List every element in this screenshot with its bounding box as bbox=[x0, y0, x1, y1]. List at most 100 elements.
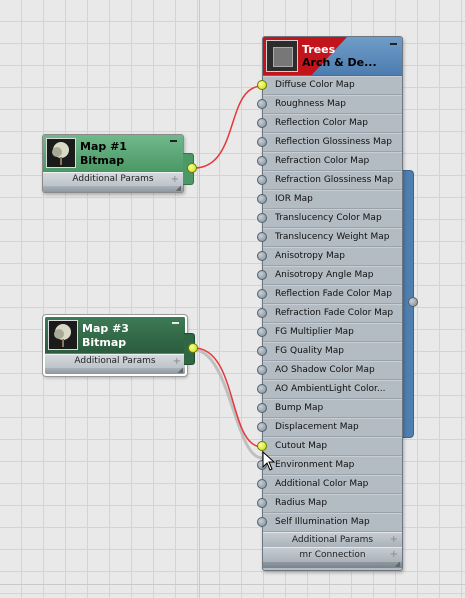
material-slot-row[interactable]: Refraction Glossiness Map bbox=[263, 171, 402, 190]
material-slot-row[interactable]: Reflection Fade Color Map bbox=[263, 285, 402, 304]
material-slot-row[interactable]: Roughness Map bbox=[263, 95, 402, 114]
material-slot-row[interactable]: Radius Map bbox=[263, 494, 402, 513]
map1-resize-strip[interactable]: ◢ bbox=[43, 184, 183, 192]
map3-node[interactable]: Map #3 Bitmap Additional Params+ ◢ bbox=[43, 315, 187, 376]
material-slot-row[interactable]: IOR Map bbox=[263, 190, 402, 209]
material-slot-row[interactable]: Translucency Weight Map bbox=[263, 228, 402, 247]
material-input-port[interactable] bbox=[257, 80, 267, 90]
material-slot-row[interactable]: Diffuse Color Map bbox=[263, 76, 402, 95]
map3-additional-params[interactable]: Additional Params+ bbox=[45, 354, 185, 368]
material-input-port[interactable] bbox=[257, 251, 267, 261]
plus-icon[interactable]: + bbox=[170, 174, 179, 185]
material-input-port[interactable] bbox=[257, 232, 267, 242]
material-input-port[interactable] bbox=[257, 365, 267, 375]
minimize-icon[interactable] bbox=[172, 322, 179, 324]
material-slot-row[interactable]: Translucency Color Map bbox=[263, 209, 402, 228]
map1-params-label: Additional Params bbox=[72, 174, 154, 184]
material-slot-row[interactable]: Bump Map bbox=[263, 399, 402, 418]
wire-map1-diffuse[interactable] bbox=[193, 85, 263, 169]
material-input-port[interactable] bbox=[257, 308, 267, 318]
map1-additional-params[interactable]: Additional Params + bbox=[43, 172, 183, 186]
material-slot-row[interactable]: Reflection Color Map bbox=[263, 114, 402, 133]
material-slot-label: Cutout Map bbox=[275, 441, 328, 451]
wire-map3-cutout[interactable] bbox=[193, 347, 263, 448]
material-input-port[interactable] bbox=[257, 175, 267, 185]
material-slot-label: Displacement Map bbox=[275, 422, 359, 432]
material-slot-row[interactable]: Environment Map bbox=[263, 456, 402, 475]
map1-output-port[interactable] bbox=[187, 163, 197, 173]
material-input-port[interactable] bbox=[257, 194, 267, 204]
plus-icon[interactable]: + bbox=[172, 356, 181, 367]
material-input-port[interactable] bbox=[257, 118, 267, 128]
material-slot-row[interactable]: Cutout Map bbox=[263, 437, 402, 456]
material-title-line1: Trees bbox=[302, 43, 336, 56]
material-input-port[interactable] bbox=[257, 403, 267, 413]
material-input-port[interactable] bbox=[257, 213, 267, 223]
plus-icon[interactable]: + bbox=[389, 534, 398, 545]
material-input-port[interactable] bbox=[257, 99, 267, 109]
material-input-port[interactable] bbox=[257, 270, 267, 280]
map1-subtitle: Bitmap bbox=[80, 154, 125, 167]
material-slot-row[interactable]: AO AmbientLight Color... bbox=[263, 380, 402, 399]
tree-thumbnail-icon bbox=[48, 320, 78, 350]
material-input-port[interactable] bbox=[257, 156, 267, 166]
material-slot-row[interactable]: FG Multiplier Map bbox=[263, 323, 402, 342]
minimize-icon[interactable] bbox=[390, 43, 397, 45]
material-slot-label: AO AmbientLight Color... bbox=[275, 384, 386, 394]
main-output-port[interactable] bbox=[408, 297, 418, 307]
material-slot-label: Self Illumination Map bbox=[275, 517, 370, 527]
map3-title: Map #3 bbox=[82, 322, 129, 335]
material-slot-row[interactable]: FG Quality Map bbox=[263, 342, 402, 361]
material-input-port[interactable] bbox=[257, 137, 267, 147]
material-input-port[interactable] bbox=[257, 346, 267, 356]
map3-output-port[interactable] bbox=[188, 343, 198, 353]
plus-icon[interactable]: + bbox=[389, 549, 398, 560]
material-slot-row[interactable]: AO Shadow Color Map bbox=[263, 361, 402, 380]
material-input-port[interactable] bbox=[257, 384, 267, 394]
tree-thumbnail-icon bbox=[46, 138, 76, 168]
material-input-port[interactable] bbox=[257, 460, 267, 470]
map1-node[interactable]: Map #1 Bitmap Additional Params + ◢ bbox=[42, 134, 184, 193]
material-header[interactable]: Trees Arch & De... bbox=[263, 37, 402, 76]
material-slot-label: Reflection Color Map bbox=[275, 118, 368, 128]
wire-shadow bbox=[193, 348, 263, 460]
material-input-port[interactable] bbox=[257, 422, 267, 432]
map3-subtitle: Bitmap bbox=[82, 336, 127, 349]
material-slot-row[interactable]: Additional Color Map bbox=[263, 475, 402, 494]
material-slot-row[interactable]: Reflection Glossiness Map bbox=[263, 133, 402, 152]
material-mr-connection[interactable]: mr Connection+ bbox=[263, 547, 402, 562]
material-slot-label: Anisotropy Angle Map bbox=[275, 270, 374, 280]
material-slot-row[interactable]: Anisotropy Map bbox=[263, 247, 402, 266]
material-input-port[interactable] bbox=[257, 479, 267, 489]
material-slot-row[interactable]: Self Illumination Map bbox=[263, 513, 402, 532]
resize-grip-icon[interactable]: ◢ bbox=[177, 366, 183, 374]
material-slot-row[interactable]: Refraction Fade Color Map bbox=[263, 304, 402, 323]
material-slot-label: FG Multiplier Map bbox=[275, 327, 354, 337]
map3-resize-strip[interactable]: ◢ bbox=[45, 366, 185, 374]
material-slot-row[interactable]: Refraction Color Map bbox=[263, 152, 402, 171]
material-slot-label: Translucency Weight Map bbox=[275, 232, 390, 242]
material-slot-label: Bump Map bbox=[275, 403, 324, 413]
material-slot-label: Refraction Color Map bbox=[275, 156, 370, 166]
map3-header[interactable]: Map #3 Bitmap bbox=[45, 317, 185, 354]
material-slot-label: Refraction Glossiness Map bbox=[275, 175, 394, 185]
material-input-port[interactable] bbox=[257, 441, 267, 451]
material-additional-params[interactable]: Additional Params+ bbox=[263, 532, 402, 547]
material-slot-row[interactable]: Displacement Map bbox=[263, 418, 402, 437]
material-slot-label: FG Quality Map bbox=[275, 346, 345, 356]
map1-header[interactable]: Map #1 Bitmap bbox=[43, 135, 183, 172]
material-slot-label: Diffuse Color Map bbox=[275, 80, 355, 90]
material-slot-row[interactable]: Anisotropy Angle Map bbox=[263, 266, 402, 285]
material-input-port[interactable] bbox=[257, 517, 267, 527]
material-input-port[interactable] bbox=[257, 498, 267, 508]
material-input-port[interactable] bbox=[257, 289, 267, 299]
minimize-icon[interactable] bbox=[170, 140, 177, 142]
material-input-port[interactable] bbox=[257, 327, 267, 337]
material-slot-label: Radius Map bbox=[275, 498, 328, 508]
resize-grip-icon[interactable]: ◢ bbox=[175, 184, 181, 192]
material-slot-label: Environment Map bbox=[275, 460, 355, 470]
material-resize-strip[interactable]: ◢ bbox=[263, 560, 402, 568]
resize-grip-icon[interactable]: ◢ bbox=[394, 560, 400, 568]
